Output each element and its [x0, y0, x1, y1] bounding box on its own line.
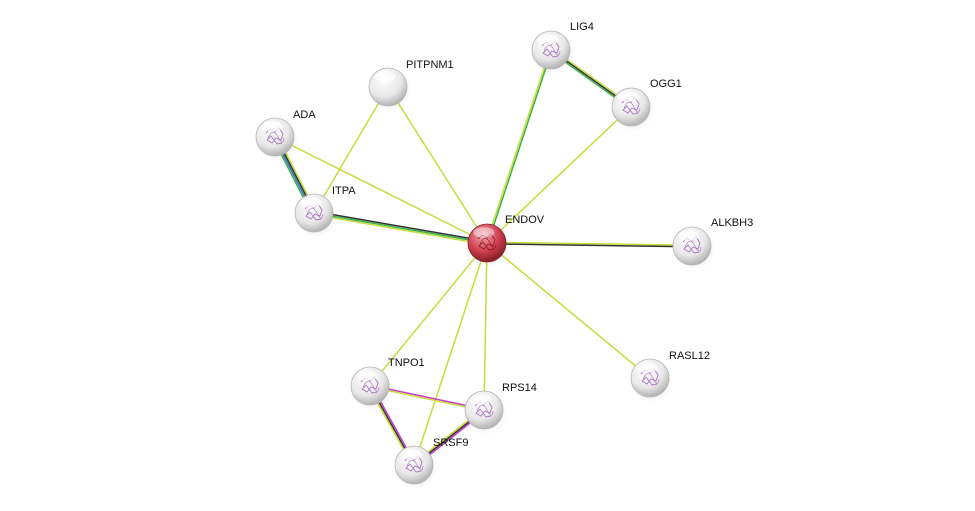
node-label-pitpnm1: PITPNM1: [406, 59, 454, 71]
node-tnpo1[interactable]: [350, 366, 393, 410]
node-highlight: [470, 394, 492, 405]
node-highlight: [356, 370, 378, 381]
nodes-layer: [255, 30, 715, 489]
node-highlight: [400, 449, 422, 460]
edge-endov-lig4[interactable]: [485, 49, 553, 244]
edge-line-textmining: [313, 86, 389, 214]
edge-line-textmining: [274, 136, 488, 244]
node-ogg1[interactable]: [611, 87, 654, 131]
edge-endov-pitpnm1[interactable]: [387, 86, 488, 244]
node-rps14[interactable]: [464, 390, 507, 434]
node-highlight: [636, 362, 658, 373]
edge-line-textmining: [486, 106, 632, 244]
node-label-tnpo1: TNPO1: [388, 357, 425, 369]
edge-endov-rps14[interactable]: [483, 242, 488, 411]
node-label-alkbh3: ALKBH3: [711, 217, 753, 229]
node-label-srsf9: SRSF9: [433, 437, 468, 449]
node-label-ada: ADA: [293, 109, 316, 121]
edge-line-textmining: [486, 242, 651, 379]
edge-endov-ogg1[interactable]: [486, 106, 632, 244]
edge-line-textmining: [369, 242, 488, 387]
node-label-lig4: LIG4: [570, 21, 594, 33]
edge-line-black: [486, 243, 692, 248]
node-rasl12[interactable]: [630, 358, 673, 402]
node-label-rps14: RPS14: [502, 382, 537, 394]
edge-line-textmining: [483, 242, 488, 411]
node-itpa[interactable]: [294, 193, 337, 237]
node-highlight: [374, 71, 396, 82]
node-ada[interactable]: [255, 117, 298, 161]
edge-endov-ada[interactable]: [274, 136, 488, 244]
edge-endov-alkbh3[interactable]: [486, 241, 693, 248]
node-label-rasl12: RASL12: [669, 350, 710, 362]
node-label-itpa: ITPA: [332, 185, 356, 197]
edge-line-textmining: [485, 49, 551, 243]
node-circle: [467, 223, 507, 263]
node-lig4[interactable]: [531, 30, 574, 74]
edge-line-coexpression: [487, 50, 553, 244]
edge-line-textmining: [487, 241, 693, 246]
protein-structure-icon: [477, 233, 497, 251]
node-highlight: [617, 91, 639, 102]
edge-endov-tnpo1[interactable]: [369, 242, 488, 387]
edge-endov-srsf9[interactable]: [413, 242, 488, 466]
edge-line-black: [314, 210, 488, 243]
edge-pitpnm1-itpa[interactable]: [313, 86, 389, 214]
node-alkbh3[interactable]: [672, 226, 715, 270]
edge-line-textmining: [413, 242, 488, 466]
node-highlight: [473, 227, 495, 238]
node-label-ogg1: OGG1: [650, 78, 682, 90]
edge-line-coexpression: [313, 212, 488, 244]
node-highlight: [261, 121, 283, 132]
edge-endov-rasl12[interactable]: [486, 242, 651, 379]
node-srsf9[interactable]: [394, 445, 437, 489]
node-pitpnm1[interactable]: [368, 67, 411, 111]
edge-endov-itpa[interactable]: [313, 210, 488, 246]
edges-layer: [272, 48, 693, 467]
edge-line-textmining: [387, 86, 488, 244]
edge-line-textmining: [313, 213, 487, 246]
node-highlight: [537, 34, 559, 45]
node-endov[interactable]: [467, 223, 510, 267]
node-label-endov: ENDOV: [505, 214, 545, 226]
node-highlight: [678, 230, 700, 241]
node-highlight: [300, 197, 322, 208]
